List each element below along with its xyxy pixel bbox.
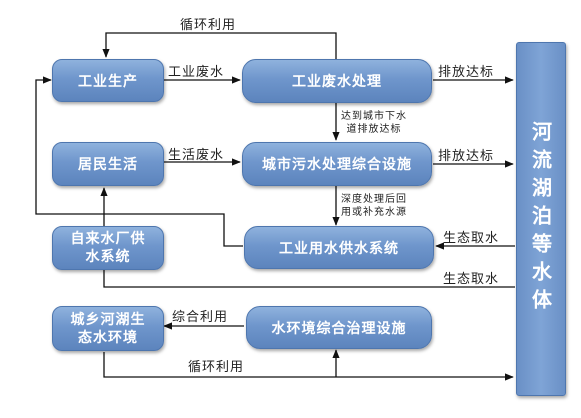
label-industrial-wastewater: 工业废水	[168, 65, 225, 80]
label-discharge-2: 排放达标	[438, 149, 495, 164]
node-waterworks-line-2: 水系统	[85, 249, 131, 265]
edge-recycle-top	[102, 32, 337, 62]
node-waterworks: 自来水厂供 水系统	[52, 226, 164, 270]
node-urban-sewage-plant: 城市污水处理综合设施	[242, 142, 432, 186]
node-river-lake: 河流湖泊等水体	[516, 42, 566, 396]
node-urban-rural-water: 城乡河湖生 态水环境	[52, 306, 164, 351]
label-comprehensive-use: 综合利用	[172, 310, 229, 325]
node-residents-life: 居民生活	[52, 142, 164, 186]
label-eco-intake-2: 生态取水	[443, 272, 500, 287]
label-eco-intake-1: 生态取水	[443, 231, 500, 246]
node-industrial-water-supply: 工业用水供水系统	[244, 226, 434, 269]
label-deep-treatment-line-1: 深度处理后回	[341, 194, 407, 205]
label-domestic-wastewater: 生活废水	[168, 148, 225, 163]
node-industrial-wastewater-treatment: 工业废水处理	[242, 59, 432, 103]
label-deep-treatment: 深度处理后回 用或补充水源	[341, 193, 407, 219]
label-deep-treatment-line-2: 用或补充水源	[341, 207, 407, 218]
node-waterworks-line-1: 自来水厂供	[70, 231, 146, 247]
node-urban-rural-water-line-1: 城乡河湖生	[70, 311, 146, 328]
label-to-sewer: 达到城市下水 道排放达标	[341, 110, 407, 136]
label-to-sewer-line-1: 达到城市下水	[341, 111, 407, 122]
edge-industrial-supply	[35, 76, 243, 247]
node-water-env-treatment: 水环境综合治理设施	[246, 306, 432, 349]
label-recycle-top: 循环利用	[180, 18, 237, 33]
label-discharge-1: 排放达标	[438, 65, 495, 80]
edge-recycle-bottom	[103, 352, 514, 381]
label-to-sewer-line-2: 道排放达标	[346, 124, 402, 135]
edge-eco-intake-2	[103, 270, 515, 288]
node-urban-rural-water-line-2: 态水环境	[78, 329, 138, 346]
node-industrial-production: 工业生产	[52, 59, 164, 102]
label-recycle-bottom: 循环利用	[188, 360, 245, 375]
